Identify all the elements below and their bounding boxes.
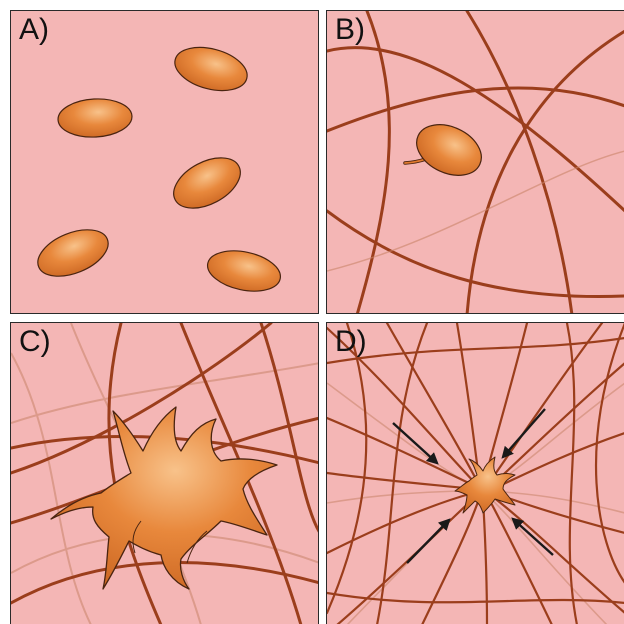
panel-label: A) (19, 15, 49, 45)
cell-icon (455, 457, 515, 513)
cell-icon (204, 245, 284, 298)
cell-icon (51, 407, 277, 589)
arrow-icon (407, 520, 449, 563)
cell-icon (57, 97, 133, 139)
cell-icon (170, 40, 252, 98)
panel-b-drawing (327, 11, 624, 314)
cell-icon (165, 148, 248, 219)
panel-a-drawing (11, 11, 319, 314)
panel-label: D) (335, 327, 367, 357)
cell-icon (31, 221, 115, 286)
arrow-icon (513, 519, 553, 555)
arrow-icon (503, 409, 545, 457)
fiber-icon (327, 323, 624, 624)
panel-c: C) (10, 322, 319, 624)
panel-a: A) (10, 10, 319, 314)
cell-icon (405, 115, 490, 185)
panel-c-drawing (11, 323, 319, 624)
panel-label: B) (335, 15, 365, 45)
panel-d-drawing (327, 323, 624, 624)
panel-b: B) (326, 10, 624, 314)
panel-label: C) (19, 327, 51, 357)
panel-d: D) (326, 322, 624, 624)
